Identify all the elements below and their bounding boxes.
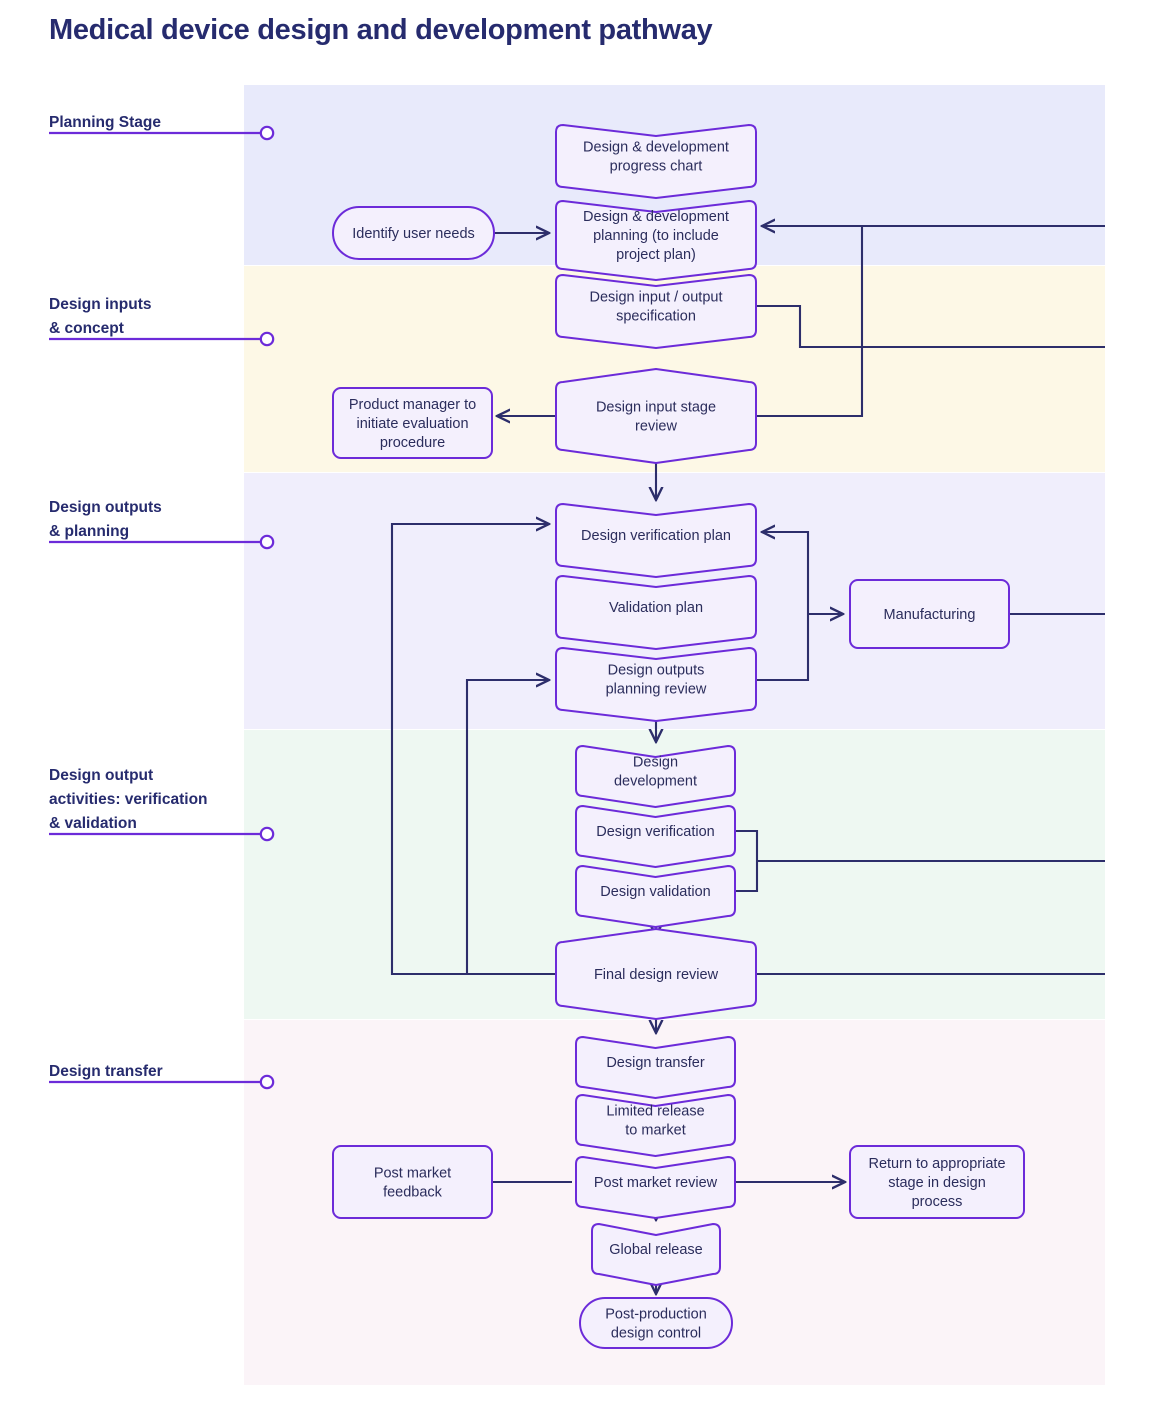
node-label-post-market-review: Post market review <box>594 1175 718 1191</box>
connector-io-spec-right <box>757 304 1105 349</box>
node-design-verification[interactable]: Design verification <box>575 805 736 868</box>
node-shape-banner <box>591 1223 721 1286</box>
node-post-market-review[interactable]: Post market review <box>575 1156 736 1219</box>
stage-label-outputs: Design outputs & planning <box>49 499 162 540</box>
node-shape-banner <box>575 1094 736 1157</box>
node-validation-plan[interactable]: Validation plan <box>555 575 757 650</box>
stage-marker-dot-inputs <box>259 331 275 347</box>
node-shape-rect <box>849 1145 1025 1219</box>
node-shape-banner <box>575 745 736 808</box>
stage-markers <box>49 125 275 1090</box>
node-shape-rect <box>332 1145 493 1219</box>
node-label-verification-plan: Design verification plan <box>581 528 731 544</box>
connector-input-review-right <box>757 226 864 418</box>
node-design-transfer[interactable]: Design transfer <box>575 1036 736 1099</box>
connector-lines <box>390 226 1105 1294</box>
connector-final-review-to-outputs-review <box>465 680 556 976</box>
node-label-validation-plan: Validation plan <box>609 600 703 616</box>
node-shape-hexagon <box>555 928 757 1020</box>
node-shape-banner <box>555 124 757 199</box>
stage-label-verification: Design output activities: verification &… <box>49 767 208 832</box>
stage-marker-dot-transfer <box>259 1074 275 1090</box>
node-design-validation[interactable]: Design validation <box>575 865 736 928</box>
node-shape-banner <box>555 503 757 578</box>
node-label-global-release: Global release <box>609 1242 703 1258</box>
node-shape-banner <box>555 200 757 281</box>
stage-marker-dot-verification <box>259 826 275 842</box>
node-shape-banner <box>575 1156 736 1219</box>
node-label-identify-user-needs: Identify user needs <box>352 226 475 242</box>
node-global-release[interactable]: Global release <box>591 1223 721 1286</box>
node-label-design-validation: Design validation <box>600 884 710 900</box>
node-shape-banner <box>555 274 757 349</box>
stage-marker-dot-planning <box>259 125 275 141</box>
stage-label-inputs: Design inputs & concept <box>49 296 152 337</box>
node-shape-banner <box>555 575 757 650</box>
node-label-final-design-review: Final design review <box>594 967 719 983</box>
node-final-design-review[interactable]: Final design review <box>555 928 757 1020</box>
node-shape-banner <box>575 1036 736 1099</box>
page-title: Medical device design and development pa… <box>49 14 713 46</box>
node-shape-hexagon <box>555 368 757 464</box>
node-shape-banner <box>575 865 736 928</box>
node-shape-rect <box>849 579 1010 649</box>
node-verification-plan[interactable]: Design verification plan <box>555 503 757 578</box>
node-label-design-verification: Design verification <box>596 824 714 840</box>
node-shape-banner <box>575 805 736 868</box>
node-shape-pill <box>579 1297 733 1349</box>
node-manufacturing[interactable]: Manufacturing <box>849 579 1010 649</box>
connector-outputs-review-to-verif-plan <box>757 532 810 682</box>
node-shape-rect <box>332 387 493 459</box>
node-identify-user-needs[interactable]: Identify user needs <box>332 206 495 260</box>
node-shape-pill <box>332 206 495 260</box>
node-label-design-transfer: Design transfer <box>606 1055 704 1071</box>
node-shape-banner <box>555 647 757 722</box>
stage-marker-dot-outputs <box>259 534 275 550</box>
stage-label-transfer: Design transfer <box>49 1063 163 1080</box>
node-label-manufacturing: Manufacturing <box>884 607 976 623</box>
stage-label-planning: Planning Stage <box>49 114 161 131</box>
